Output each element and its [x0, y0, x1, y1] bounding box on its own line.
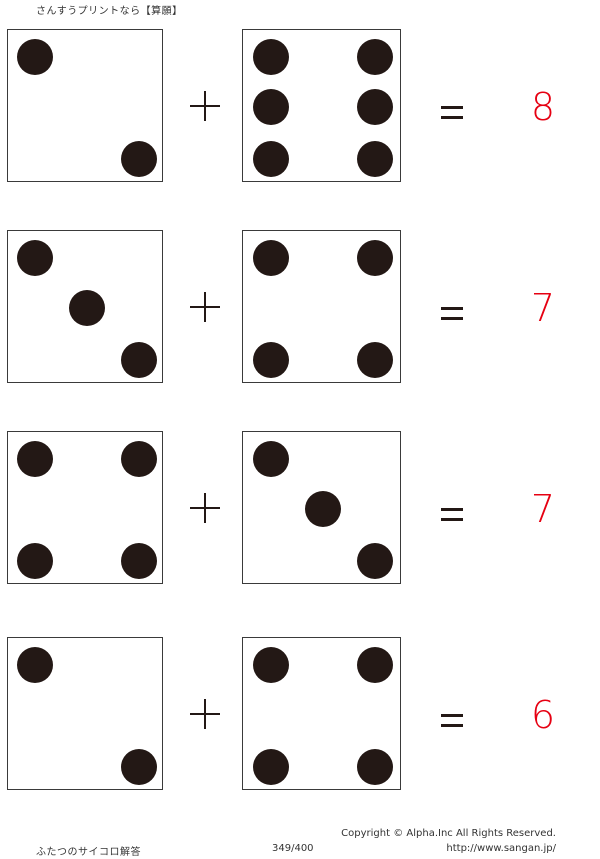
die-left: [7, 637, 163, 790]
pip-dot: [357, 647, 393, 683]
die-right: [242, 431, 401, 584]
pip-dot: [357, 543, 393, 579]
equals-icon: [441, 508, 463, 521]
pip-dot: [357, 342, 393, 378]
equals-icon: [441, 106, 463, 119]
pip-dot: [253, 749, 289, 785]
equals-icon: [441, 307, 463, 320]
pip-dot: [357, 141, 393, 177]
pip-dot: [253, 342, 289, 378]
answer-value: 8: [530, 85, 556, 129]
pip-dot: [357, 39, 393, 75]
answer-value: 7: [530, 487, 556, 531]
plus-icon: [190, 91, 220, 121]
problem-row-1: 8: [0, 29, 600, 185]
pip-dot: [121, 749, 157, 785]
pip-dot: [121, 441, 157, 477]
pip-dot: [253, 89, 289, 125]
pip-dot: [305, 491, 341, 527]
page-number: 349/400: [272, 843, 314, 854]
site-url: http://www.sangan.jp/: [446, 843, 556, 854]
pip-dot: [253, 441, 289, 477]
die-right: [242, 637, 401, 790]
header-title: さんすうプリントなら【算願】: [36, 6, 183, 17]
pip-dot: [253, 141, 289, 177]
die-left: [7, 230, 163, 383]
pip-dot: [17, 647, 53, 683]
copyright-text: Copyright © Alpha.Inc All Rights Reserve…: [341, 828, 556, 839]
pip-dot: [121, 141, 157, 177]
pip-dot: [69, 290, 105, 326]
problem-row-3: 7: [0, 431, 600, 587]
pip-dot: [17, 441, 53, 477]
plus-icon: [190, 699, 220, 729]
answer-value: 6: [530, 693, 556, 737]
pip-dot: [17, 240, 53, 276]
die-left: [7, 29, 163, 182]
die-right: [242, 29, 401, 182]
pip-dot: [121, 543, 157, 579]
pip-dot: [357, 749, 393, 785]
pip-dot: [121, 342, 157, 378]
problem-row-4: 6: [0, 637, 600, 793]
pip-dot: [17, 543, 53, 579]
answer-value: 7: [530, 286, 556, 330]
worksheet-name: ふたつのサイコロ解答: [36, 847, 141, 858]
pip-dot: [17, 39, 53, 75]
problem-row-2: 7: [0, 230, 600, 386]
pip-dot: [253, 647, 289, 683]
pip-dot: [357, 89, 393, 125]
die-left: [7, 431, 163, 584]
plus-icon: [190, 493, 220, 523]
pip-dot: [253, 39, 289, 75]
equals-icon: [441, 714, 463, 727]
pip-dot: [253, 240, 289, 276]
plus-icon: [190, 292, 220, 322]
die-right: [242, 230, 401, 383]
pip-dot: [357, 240, 393, 276]
